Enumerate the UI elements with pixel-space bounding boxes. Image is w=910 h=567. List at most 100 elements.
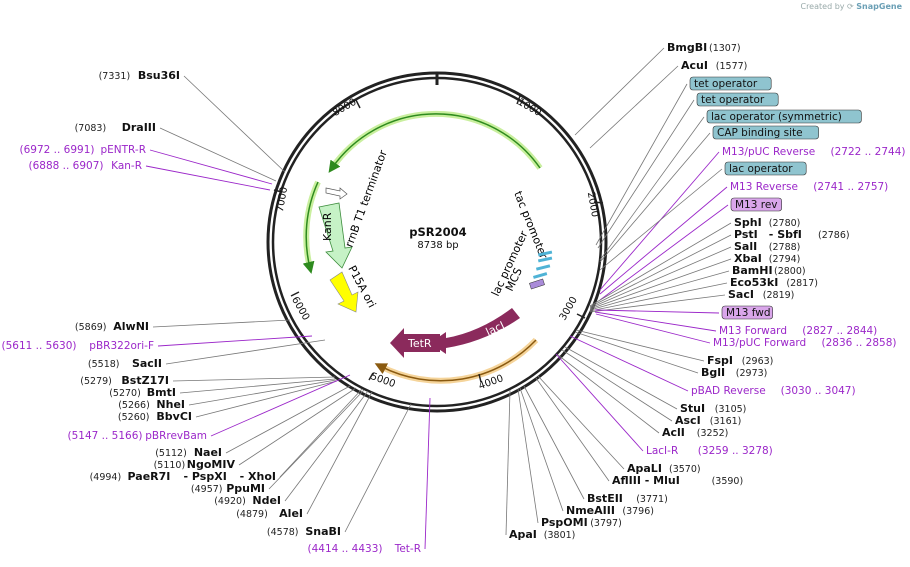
position-tick-label: 7000: [275, 186, 290, 213]
right-label-17[interactable]: M13 fwd: [721, 305, 774, 320]
kanr-feature-arrow[interactable]: [318, 202, 353, 269]
left-label-0[interactable]: Bsu36I(7331): [99, 69, 180, 82]
label-connector-line: [575, 329, 705, 362]
left-label-2[interactable]: pENTR-R(6972 .. 6991): [20, 144, 147, 156]
enzyme-position: (7331): [99, 71, 131, 82]
right-label-5[interactable]: CAP binding site: [712, 125, 819, 140]
right-label-27[interactable]: ApaLI(3570): [627, 462, 701, 475]
right-label-32[interactable]: ApaI(3801): [509, 528, 575, 541]
right-label-22[interactable]: pBAD Reverse(3030 .. 3047): [691, 385, 856, 397]
right-label-0[interactable]: BmgBI(1307): [667, 41, 741, 54]
p15a-ori-arrow[interactable]: [329, 271, 359, 313]
enzyme-position: (3161): [710, 416, 742, 427]
left-label-3[interactable]: Kan-R(6888 .. 6907): [29, 160, 143, 172]
right-label-21[interactable]: BglI(2973): [701, 366, 767, 379]
feature-box-label: M13 fwd: [726, 307, 771, 319]
left-label-4[interactable]: AlwNI(5869): [75, 320, 149, 333]
right-label-20[interactable]: FspI(2963): [707, 354, 773, 367]
left-label-6[interactable]: SacII(5518): [88, 357, 162, 370]
primer-position: (2836 .. 2858): [822, 337, 897, 349]
right-label-9[interactable]: M13 rev: [730, 197, 783, 212]
primer-position: (6972 .. 6991): [20, 144, 95, 156]
enzyme-position: (2780): [769, 218, 801, 229]
label-connector-line: [145, 165, 271, 191]
left-label-12[interactable]: NaeI(5112): [155, 446, 222, 459]
left-label-1[interactable]: DraIII(7083): [75, 121, 156, 134]
primer-label: M13/pUC Reverse: [722, 146, 815, 158]
right-label-6[interactable]: M13/pUC Reverse(2722 .. 2744): [722, 146, 906, 158]
enzyme-label-mid: - PspXI: [184, 470, 227, 483]
label-connector-line: [599, 116, 705, 261]
right-label-3[interactable]: tet operator: [696, 92, 779, 107]
right-label-10[interactable]: SphI(2780): [734, 216, 800, 229]
label-connector-line: [517, 388, 539, 524]
lac-operator-mark: [535, 264, 551, 271]
right-label-31[interactable]: PspOMI(3797): [541, 516, 622, 529]
right-label-18[interactable]: M13 Forward(2827 .. 2844): [719, 325, 877, 337]
left-label-10[interactable]: BbvCI(5260): [118, 410, 192, 423]
enzyme-position: (3797): [590, 518, 622, 529]
right-label-2[interactable]: tet operator: [689, 76, 772, 91]
feature-box: [724, 161, 807, 176]
tet-operator-mark: [537, 250, 553, 257]
right-label-23[interactable]: StuI(3105): [680, 402, 746, 415]
left-label-16[interactable]: NdeI (4920): [214, 494, 281, 507]
primer-position: (3259 .. 3278): [698, 445, 773, 457]
left-label-9[interactable]: NheI(5266): [118, 398, 185, 411]
right-label-30[interactable]: NmeAIII(3796): [566, 504, 654, 517]
right-label-25[interactable]: AclI(3252): [662, 426, 728, 439]
left-label-11[interactable]: pBRrevBam(5147 .. 5166): [68, 430, 208, 442]
left-label-5[interactable]: pBR322ori-F(5611 .. 5630): [2, 340, 155, 352]
enzyme-label: BmtI: [147, 386, 176, 399]
position-tick-mark: [576, 313, 586, 319]
tetr-feature-arrow[interactable]: [390, 328, 440, 358]
top-arc-feature: [328, 113, 541, 173]
enzyme-position: (3801): [544, 530, 576, 541]
enzyme-label: NdeI: [252, 494, 281, 507]
enzyme-position: (1307): [709, 43, 741, 54]
left-label-8[interactable]: BmtI(5270): [109, 386, 176, 399]
right-label-26[interactable]: LacI-R(3259 .. 3278): [646, 445, 773, 457]
right-label-28[interactable]: AflIII - MluI(3590): [612, 474, 743, 487]
right-label-1[interactable]: AcuI(1577): [681, 59, 747, 72]
enzyme-label: PaeR7I: [128, 470, 171, 483]
label-connectors: [145, 47, 732, 550]
right-label-13[interactable]: XbaI(2794): [734, 252, 800, 265]
enzyme-position: (2973): [736, 368, 768, 379]
enzyme-position: (5110): [154, 460, 186, 471]
enzyme-label: AleI: [279, 507, 303, 520]
right-label-11[interactable]: PstI- SbfI(2786): [734, 228, 850, 241]
left-label-18[interactable]: SnaBI(4578): [267, 525, 341, 538]
right-label-12[interactable]: SalI(2788): [734, 240, 800, 253]
enzyme-position: (2819): [763, 290, 795, 301]
rrnb-terminator-arrow[interactable]: [325, 187, 348, 200]
label-connector-line: [574, 331, 699, 374]
label-connector-line: [589, 282, 728, 312]
right-label-14[interactable]: BamHI(2800): [732, 264, 806, 277]
right-label-29[interactable]: BstEII(3771): [587, 492, 668, 505]
label-connector-line: [589, 65, 679, 149]
laci-feature-arrow[interactable]: [430, 308, 520, 354]
label-connector-line: [535, 377, 610, 482]
left-label-19[interactable]: Tet-R(4414 .. 4433): [308, 543, 422, 555]
left-label-13[interactable]: NgoMIV(5110): [154, 458, 236, 471]
right-label-24[interactable]: AscI(3161): [675, 414, 741, 427]
left-label-17[interactable]: AleI(4879): [236, 507, 303, 520]
right-label-4[interactable]: lac operator (symmetric): [706, 109, 862, 124]
right-label-16[interactable]: SacI(2819): [728, 288, 794, 301]
right-label-7[interactable]: lac operator: [724, 161, 807, 176]
enzyme-label: DraIII: [122, 121, 156, 134]
feature-box: [730, 197, 783, 212]
right-label-19[interactable]: M13/pUC Forward(2836 .. 2858): [713, 337, 897, 349]
right-label-15[interactable]: Eco53kI(2817): [730, 276, 818, 289]
right-label-8[interactable]: M13 Reverse(2741 .. 2757): [730, 181, 888, 193]
primer-position: (5147 .. 5166): [68, 430, 143, 442]
enzyme-position: (2817): [786, 278, 818, 289]
label-connector-line: [569, 335, 689, 392]
left-label-15[interactable]: PpuMI(4957): [191, 482, 265, 495]
enzyme-position: (4920): [214, 496, 246, 507]
left-label-7[interactable]: BstZ17I(5279): [80, 374, 169, 387]
plasmid-name: pSR2004: [409, 225, 466, 239]
